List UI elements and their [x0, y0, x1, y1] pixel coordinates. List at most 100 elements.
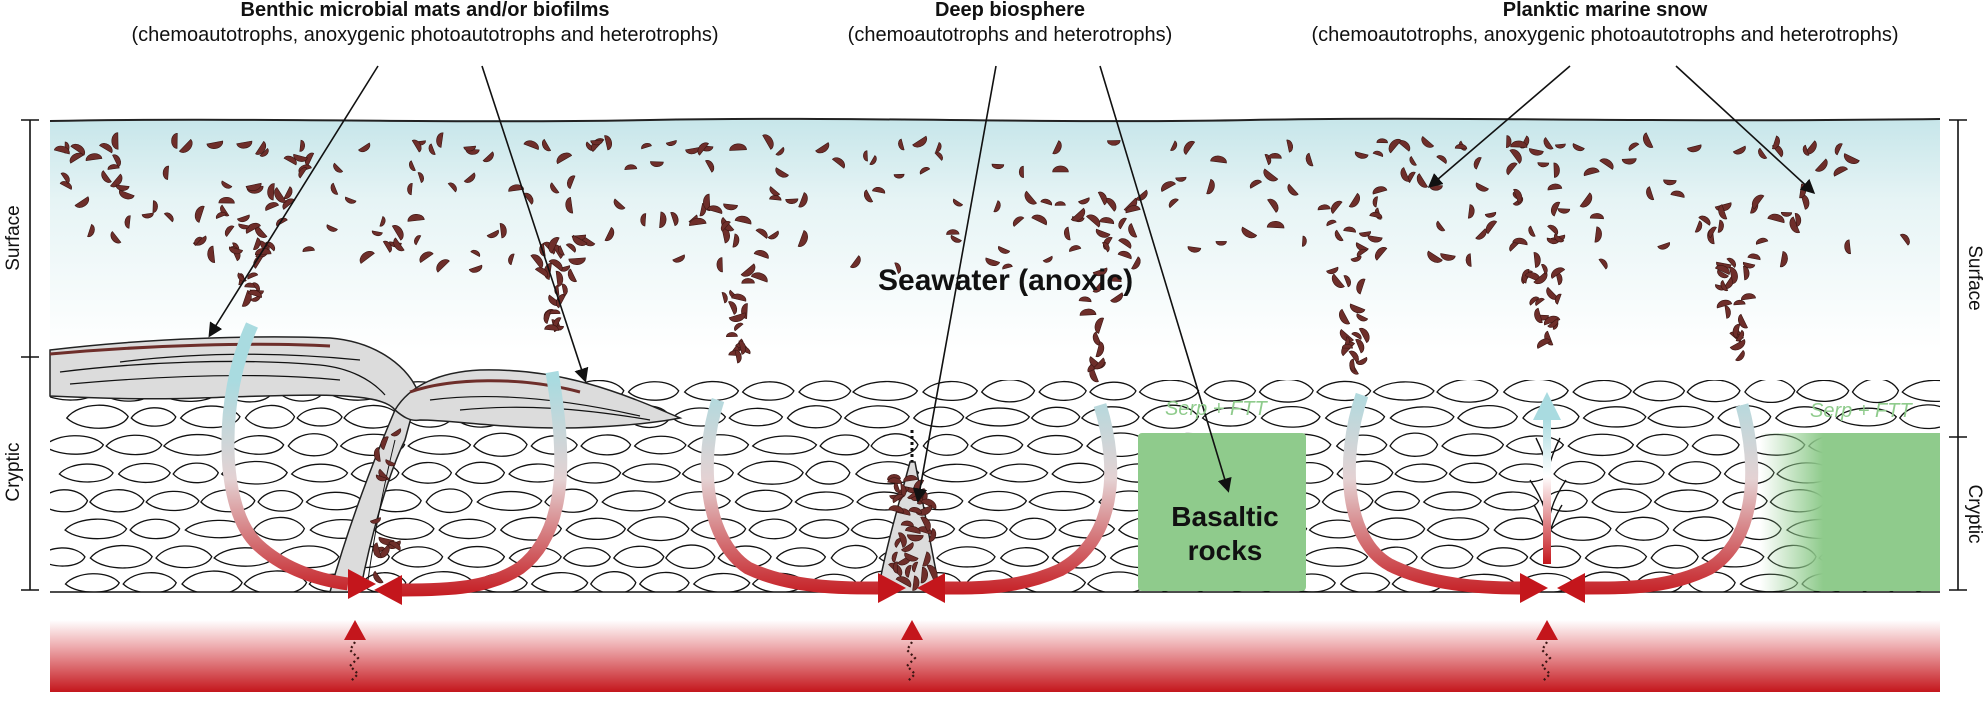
organic-particle	[1040, 198, 1053, 206]
organic-particle	[1529, 296, 1540, 306]
organic-particle	[891, 551, 898, 563]
organic-particle	[369, 517, 381, 524]
rock-cobble	[667, 491, 732, 511]
organic-particle	[1339, 328, 1354, 342]
organic-particle	[567, 268, 578, 283]
rock-cobble	[1051, 462, 1106, 484]
organic-particle	[1317, 204, 1331, 211]
heat-flux-arrowhead	[344, 620, 366, 640]
organic-particle	[1118, 238, 1132, 249]
rock-cobble	[870, 433, 919, 457]
rock-cobble	[1436, 380, 1499, 403]
organic-particle	[555, 270, 564, 287]
rock-cobble	[1774, 406, 1832, 428]
header-deep-title: Deep biosphere	[934, 0, 1086, 21]
organic-particle	[523, 140, 539, 150]
rock-cobble	[1089, 381, 1137, 401]
organic-particle	[101, 170, 112, 183]
rock-cobble	[843, 405, 910, 429]
organic-particle	[641, 143, 652, 150]
organic-particle	[1716, 299, 1733, 309]
organic-particle	[697, 142, 710, 156]
organic-particle	[1416, 173, 1429, 188]
rock-cobble	[476, 490, 543, 511]
header-deep-subtitle: (chemoautotrophs and heterotrophs)	[847, 24, 1173, 46]
organic-particle	[428, 143, 436, 155]
rock-cobble	[1502, 380, 1569, 403]
organic-particle	[1628, 142, 1640, 152]
rock-cobble	[621, 463, 682, 483]
organic-particle	[900, 520, 914, 527]
organic-particle	[998, 245, 1011, 254]
rock-cobble	[1851, 380, 1900, 404]
organic-particle	[1374, 246, 1388, 261]
rock-cobble	[805, 460, 851, 485]
organic-particle	[264, 241, 276, 252]
organic-particle	[1351, 332, 1362, 340]
organic-particle	[371, 230, 383, 237]
organic-particle	[898, 532, 907, 548]
organic-particle	[1751, 194, 1765, 210]
organic-particle	[572, 234, 588, 246]
rock-cobble	[922, 380, 979, 401]
organic-particle	[358, 142, 371, 153]
rock-cobble	[1258, 380, 1314, 403]
organic-particle	[1794, 213, 1802, 227]
vent-upflow-arrow	[1543, 418, 1551, 564]
organic-particle	[436, 132, 444, 148]
organic-particle	[1268, 153, 1282, 159]
rock-cobble	[1901, 380, 1940, 402]
organic-particle	[849, 255, 861, 269]
organic-particle	[1348, 350, 1359, 364]
rock-cobble	[1365, 517, 1426, 541]
organic-particle	[544, 324, 559, 331]
organic-particle	[1376, 138, 1388, 144]
organic-particle	[1427, 250, 1443, 263]
organic-particle	[1598, 258, 1608, 270]
organic-particle	[178, 138, 193, 153]
organic-particles	[53, 132, 1910, 591]
organic-particle	[1343, 275, 1351, 288]
organic-particle	[1348, 192, 1361, 208]
organic-particle	[703, 193, 711, 212]
organic-particle	[1070, 207, 1086, 222]
rock-cobble	[970, 434, 1024, 455]
organic-particle	[911, 561, 919, 573]
serp-ftt-label-right: Serp + FTT	[1810, 400, 1912, 422]
organic-particle	[831, 157, 846, 169]
rock-cobble	[964, 407, 1031, 427]
organic-particle	[1475, 182, 1489, 192]
organic-particle	[541, 138, 552, 152]
rock-cobble	[130, 407, 177, 427]
organic-particle	[1743, 261, 1756, 269]
rock-cobble	[922, 433, 969, 456]
organic-particle	[252, 237, 261, 250]
organic-particle	[1078, 197, 1090, 205]
organic-particle	[419, 251, 434, 264]
organic-particle	[1024, 190, 1038, 205]
organic-particle	[1521, 269, 1530, 284]
rock-cobble	[181, 570, 243, 592]
organic-particle	[726, 332, 738, 338]
organic-particle	[390, 428, 402, 437]
rock-cobble	[683, 380, 740, 401]
seawater-label: Seawater (anoxic)	[878, 264, 1134, 297]
organic-particle	[1543, 137, 1554, 150]
rock-cobble	[967, 490, 1028, 512]
organic-particle	[508, 184, 525, 192]
organic-particle	[1079, 308, 1097, 316]
rock-cobble	[1008, 517, 1057, 540]
organic-particle	[1372, 186, 1388, 195]
organic-particle	[1554, 233, 1565, 243]
organic-particle	[908, 507, 922, 515]
zone-label-right-surface: Surface	[1964, 245, 1985, 311]
rock-cobble	[447, 545, 506, 568]
rock-cobble	[89, 544, 153, 569]
rock-cobble	[1201, 407, 1257, 427]
organic-particle	[991, 163, 1005, 170]
header-planktic-subtitle: (chemoautotrophs, anoxygenic photoautotr…	[1311, 24, 1899, 46]
rock-cobble	[1456, 404, 1519, 429]
organic-particle	[393, 237, 405, 252]
rock-cobble	[687, 434, 750, 456]
rock-cobble	[89, 489, 145, 513]
